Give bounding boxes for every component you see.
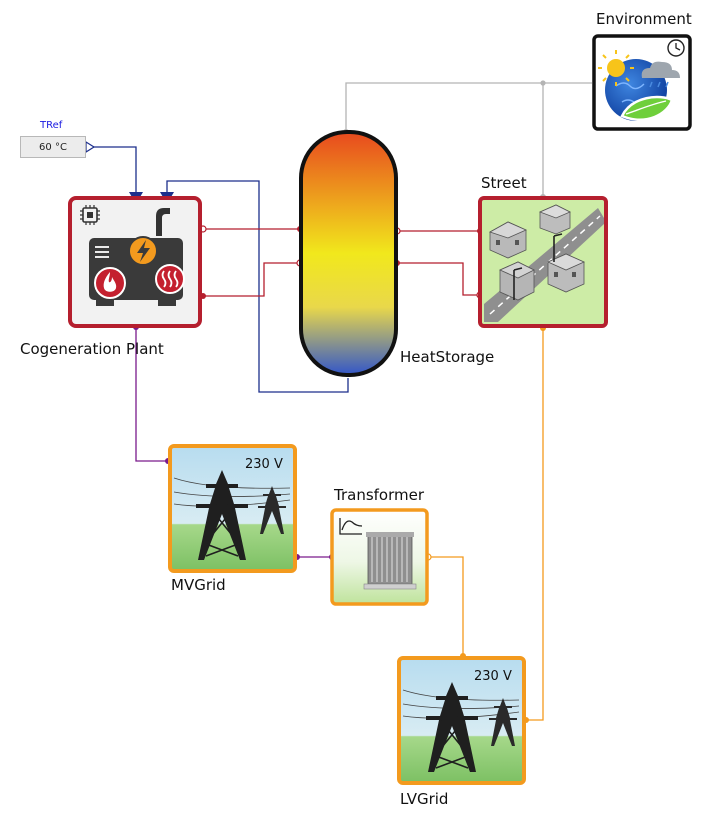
environment-block[interactable] — [592, 34, 692, 131]
heat-storage-label: HeatStorage — [400, 348, 495, 366]
clock-icon — [667, 39, 685, 57]
tref-value-box[interactable]: 60 °C — [20, 136, 86, 158]
street-block[interactable] — [478, 196, 608, 328]
chimney-icon — [156, 208, 170, 236]
transformer-block[interactable] — [330, 508, 429, 606]
signal-tref-to-cogeneration — [90, 146, 137, 196]
sun-icon — [598, 50, 634, 86]
wire-transformer-to-lvgrid — [428, 556, 464, 656]
transformer-label: Transformer — [334, 486, 425, 504]
mvgrid-voltage: 230 V — [245, 457, 283, 472]
heat-storage-tank[interactable] — [299, 130, 398, 377]
lv-grid-label: LVGrid — [400, 790, 449, 808]
mv-grid-label: MVGrid — [171, 576, 226, 594]
cloud-icon — [641, 61, 680, 78]
mv-grid-block[interactable]: 230 V — [168, 444, 297, 573]
pipe-storage-street-return — [397, 262, 480, 296]
lvgrid-voltage: 230 V — [474, 669, 512, 684]
wire-street-to-lvgrid — [526, 328, 544, 721]
house-icon — [489, 221, 527, 259]
output-port-tref — [85, 140, 96, 154]
house-icon — [538, 204, 571, 235]
house-icon — [547, 253, 585, 293]
leaf-icon — [620, 95, 674, 121]
cogeneration-plant-label: Cogeneration Plant — [20, 340, 164, 358]
pipe-cogen-storage-return — [203, 262, 300, 297]
lv-grid-block[interactable]: 230 V — [397, 656, 526, 785]
street-label: Street — [481, 174, 527, 192]
junction-dot — [540, 80, 546, 86]
cogeneration-plant-block[interactable] — [68, 196, 202, 328]
street-lamp-icon — [513, 233, 563, 300]
chip-icon — [80, 205, 100, 225]
house-icon — [499, 261, 535, 301]
weather-bus-storage — [345, 82, 592, 132]
signal-storage-to-cogeneration — [166, 180, 349, 393]
heat-icon — [155, 264, 185, 294]
tref-label: TRef — [40, 120, 63, 131]
lightning-icon — [128, 236, 158, 266]
wire-cogen-to-mvgrid — [135, 327, 168, 462]
transformer-icon — [363, 532, 417, 590]
flame-icon — [94, 267, 126, 299]
environment-label: Environment — [596, 10, 692, 28]
curve-icon — [339, 518, 363, 535]
